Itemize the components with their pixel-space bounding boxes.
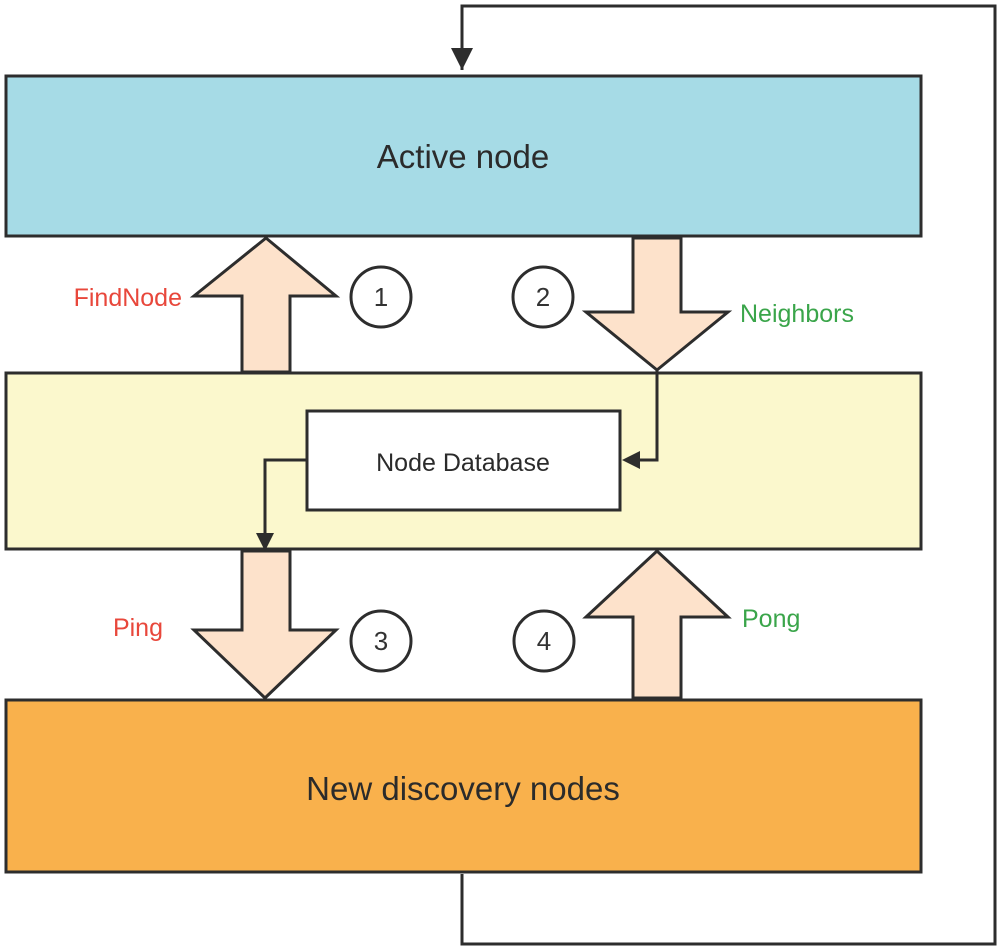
step-1-number: 1 bbox=[374, 282, 388, 312]
new-discovery-nodes-box bbox=[4, 698, 923, 874]
step-3-number: 3 bbox=[374, 626, 388, 656]
node-database-label: Node Database bbox=[376, 449, 550, 477]
active-node-box bbox=[4, 74, 923, 238]
neighbors-arrow bbox=[581, 236, 733, 372]
pong-arrow bbox=[582, 548, 732, 700]
step-2-circle bbox=[511, 265, 575, 329]
findnode-arrow bbox=[189, 236, 341, 374]
step-4-message-label: Pong bbox=[742, 605, 800, 633]
step-4: 4 Pong bbox=[512, 605, 800, 673]
loop-connector-line bbox=[451, 4, 997, 946]
neighbors-to-database-arrowhead bbox=[622, 451, 640, 469]
step-2: 2 Neighbors bbox=[511, 265, 854, 329]
ping-arrow bbox=[190, 549, 340, 701]
neighbors-to-database-line bbox=[636, 370, 659, 462]
step-2-number: 2 bbox=[536, 282, 550, 312]
step-3-circle bbox=[349, 609, 413, 673]
new-discovery-nodes-label: New discovery nodes bbox=[306, 770, 620, 807]
step-4-number: 4 bbox=[537, 626, 551, 656]
step-3-message-label: Ping bbox=[113, 614, 163, 642]
node-database-box bbox=[305, 409, 622, 512]
database-to-ping-arrowhead bbox=[256, 533, 274, 551]
database-to-ping-line bbox=[263, 458, 307, 536]
step-3: 3 Ping bbox=[113, 609, 413, 673]
step-4-circle bbox=[512, 609, 576, 673]
step-1-circle bbox=[349, 265, 413, 329]
step-2-message-label: Neighbors bbox=[740, 300, 854, 328]
step-1: 1 FindNode bbox=[74, 265, 413, 329]
step-1-message-label: FindNode bbox=[74, 284, 182, 312]
active-node-label: Active node bbox=[377, 138, 549, 175]
